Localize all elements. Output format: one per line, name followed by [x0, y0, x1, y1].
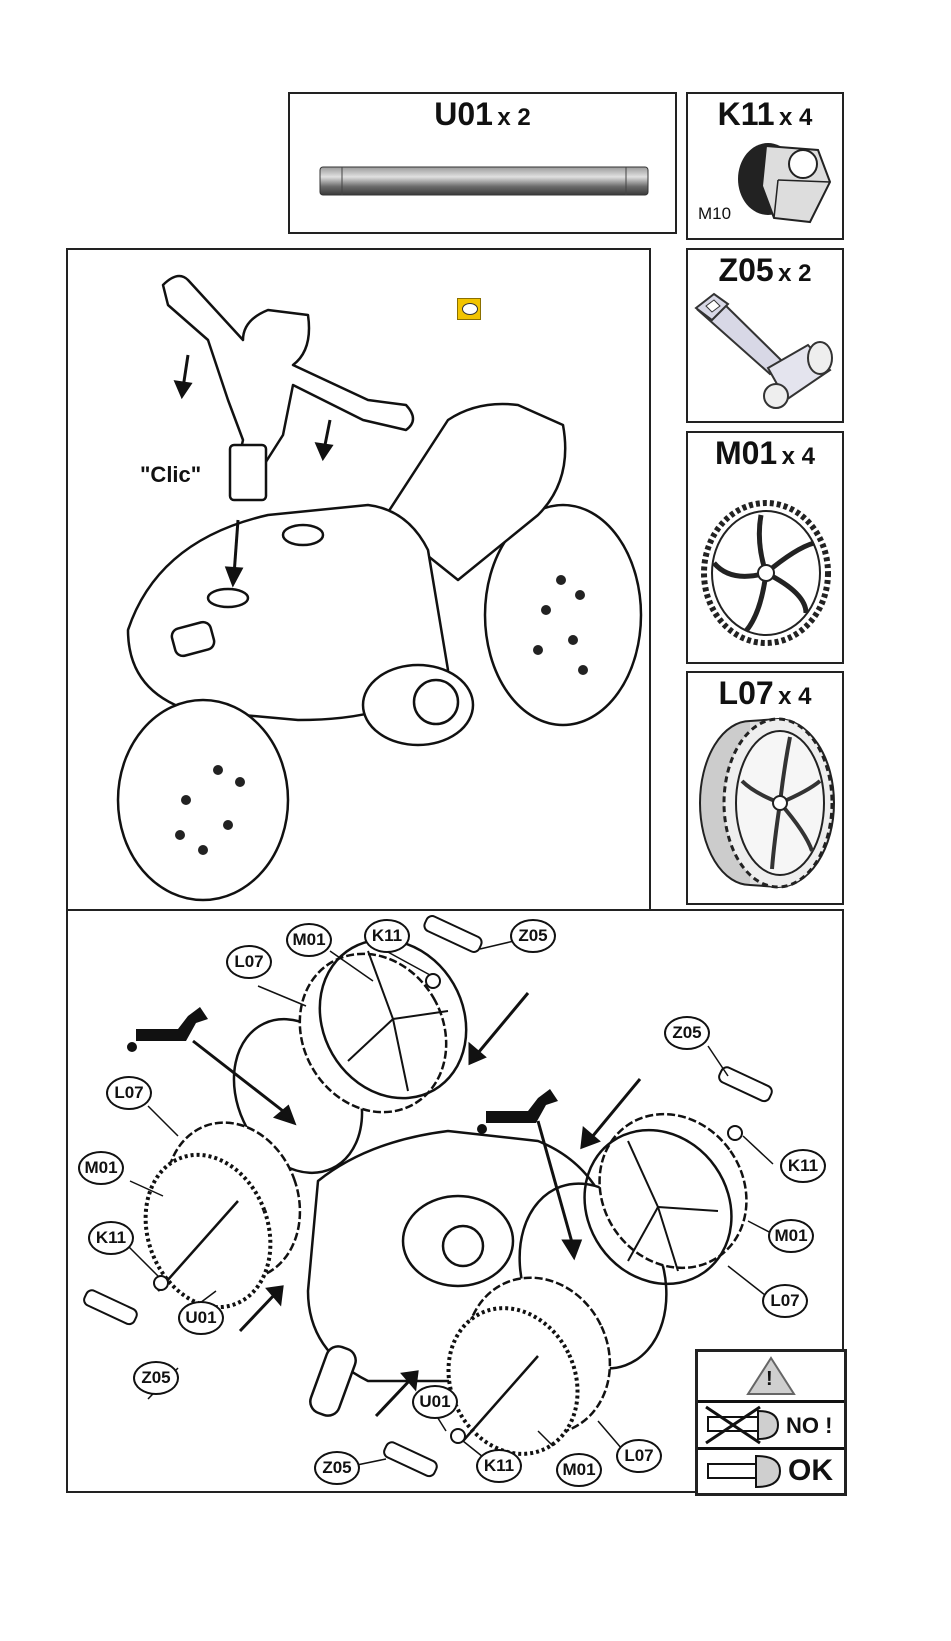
thread-size-label: M10 — [698, 204, 731, 224]
callout-z05: Z05 — [664, 1016, 710, 1050]
callout-k11: K11 — [364, 919, 410, 953]
ok-label: OK — [788, 1454, 833, 1488]
step1-panel: "Clic" — [66, 248, 651, 912]
part-box-m01: M01 x 4 — [686, 431, 844, 664]
note-icon[interactable] — [457, 298, 481, 320]
clic-label: "Clic" — [140, 462, 201, 488]
part-box-l07: L07 x 4 — [686, 671, 844, 905]
callout-u01: U01 — [412, 1385, 458, 1419]
callout-k11: K11 — [476, 1449, 522, 1483]
wrench-illustration — [688, 250, 846, 425]
no-row: NO ! — [698, 1403, 844, 1450]
no-label: NO ! — [786, 1413, 832, 1439]
rim-illustration — [688, 433, 846, 666]
callout-l07: L07 — [226, 945, 272, 979]
callout-z05: Z05 — [314, 1451, 360, 1485]
speech-bubble-icon — [462, 303, 478, 315]
callout-l07: L07 — [616, 1439, 662, 1473]
part-box-u01: U01 x 2 — [288, 92, 677, 234]
callout-k11: K11 — [780, 1149, 826, 1183]
callout-z05: Z05 — [133, 1361, 179, 1395]
axle-illustration — [290, 94, 679, 236]
part-box-k11: K11 x 4 M10 — [686, 92, 844, 240]
callout-l07: L07 — [106, 1076, 152, 1110]
callout-m01: M01 — [768, 1219, 814, 1253]
callout-m01: M01 — [78, 1151, 124, 1185]
wheel-illustration — [688, 673, 846, 907]
callout-m01: M01 — [286, 923, 332, 957]
callout-z05: Z05 — [510, 919, 556, 953]
callout-k11: K11 — [88, 1221, 134, 1255]
part-box-z05: Z05 x 2 — [686, 248, 844, 423]
ok-row: OK — [698, 1450, 844, 1493]
warning-row: ! — [698, 1352, 844, 1403]
callout-m01: M01 — [556, 1453, 602, 1487]
callout-l07: L07 — [762, 1284, 808, 1318]
callout-u01: U01 — [178, 1301, 224, 1335]
warning-symbol: ! — [766, 1368, 773, 1391]
motorcycle-handlebar-illustration — [68, 250, 653, 914]
warning-box: ! NO ! OK — [695, 1349, 847, 1496]
